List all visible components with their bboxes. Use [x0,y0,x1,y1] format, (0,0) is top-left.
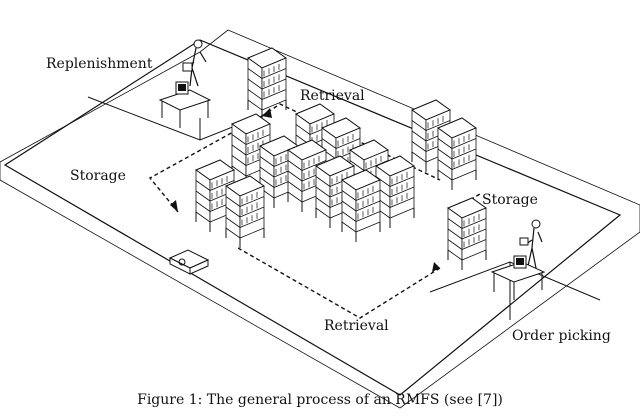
label-storage-right: Storage [482,192,538,208]
pod [446,197,488,270]
label-storage-left: Storage [70,168,126,184]
pod [340,169,382,242]
replenishment-workstation [158,81,212,128]
idle-robot [168,249,210,275]
worker-replenishment [182,39,207,87]
label-retrieval-top: Retrieval [300,88,365,104]
label-order-picking: Order picking [512,328,611,344]
pod [436,117,478,190]
pod [224,175,266,248]
label-retrieval-bottom: Retrieval [324,318,389,334]
figure-caption: Figure 1: The general process of an RMFS… [137,392,503,408]
pod [246,47,288,120]
label-replenishment: Replenishment [46,56,153,72]
pods [194,47,488,270]
order-picking-workstation [490,255,546,300]
warehouse-floor [0,29,640,409]
pod [286,139,328,212]
worker-order-picking [519,219,543,269]
